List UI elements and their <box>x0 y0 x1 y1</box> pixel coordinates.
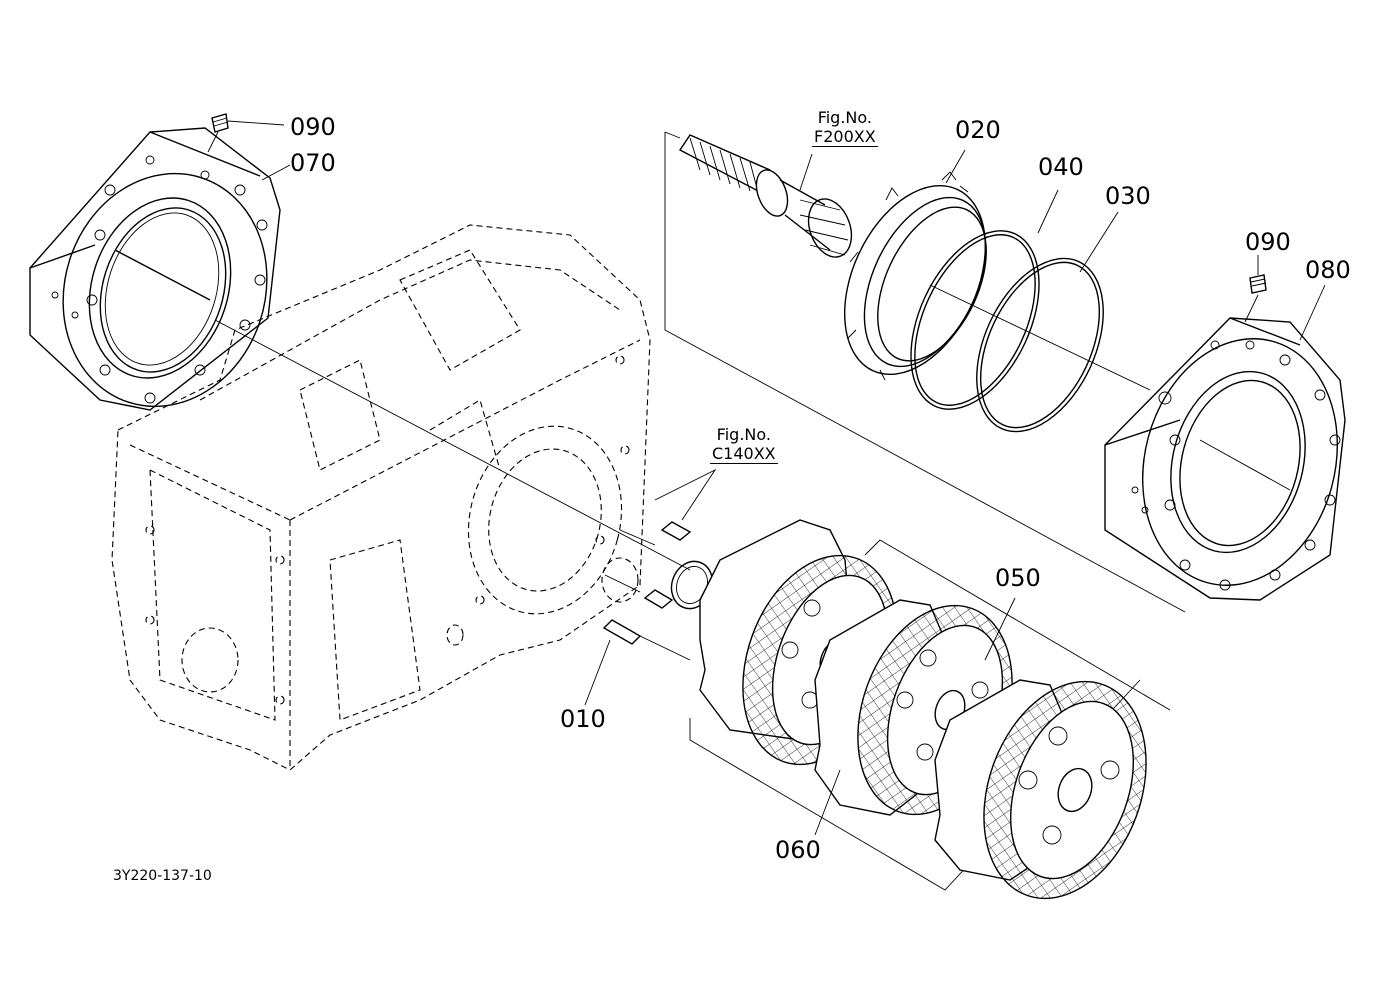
input-shaft <box>678 134 853 258</box>
leader-060 <box>814 769 841 836</box>
figure-ref-f200-code: F200XX <box>812 127 878 148</box>
ring-030 <box>976 211 1119 433</box>
callout-050: 050 <box>995 564 1041 592</box>
plug-090-left <box>207 113 285 153</box>
callout-090-left: 090 <box>290 113 336 141</box>
plug-090-right <box>1244 255 1267 323</box>
callout-060: 060 <box>775 836 821 864</box>
callout-090-right: 090 <box>1245 228 1291 256</box>
leader-f200 <box>799 153 813 191</box>
ring-040 <box>910 189 1059 410</box>
figure-ref-c140-label: Fig.No. <box>716 425 771 444</box>
callout-030: 030 <box>1105 182 1151 210</box>
shaft-bracket <box>664 131 1186 613</box>
leader-070 <box>261 164 291 181</box>
drawing-number: 3Y220-137-10 <box>113 868 212 884</box>
callout-070: 070 <box>290 149 336 177</box>
friction-disc-050-3 <box>983 680 1147 900</box>
callout-040: 040 <box>1038 153 1084 181</box>
callout-080: 080 <box>1305 256 1351 284</box>
friction-disc-050-2 <box>857 604 1013 816</box>
leader-050 <box>984 597 1016 661</box>
transmission-case <box>111 224 651 771</box>
callout-010: 010 <box>560 705 606 733</box>
piston-020 <box>843 171 987 381</box>
figure-ref-c140-code: C140XX <box>710 444 778 465</box>
axle-housing-right-080 <box>1104 284 1346 601</box>
callout-020: 020 <box>955 116 1001 144</box>
figure-ref-c140: Fig.No. C140XX <box>710 425 778 465</box>
axle-housing-left-070 <box>29 127 281 411</box>
figure-ref-f200: Fig.No. F200XX <box>812 108 878 148</box>
figure-ref-f200-label: Fig.No. <box>817 108 872 127</box>
pins-and-clips <box>584 468 717 706</box>
leader-020 <box>945 149 966 184</box>
